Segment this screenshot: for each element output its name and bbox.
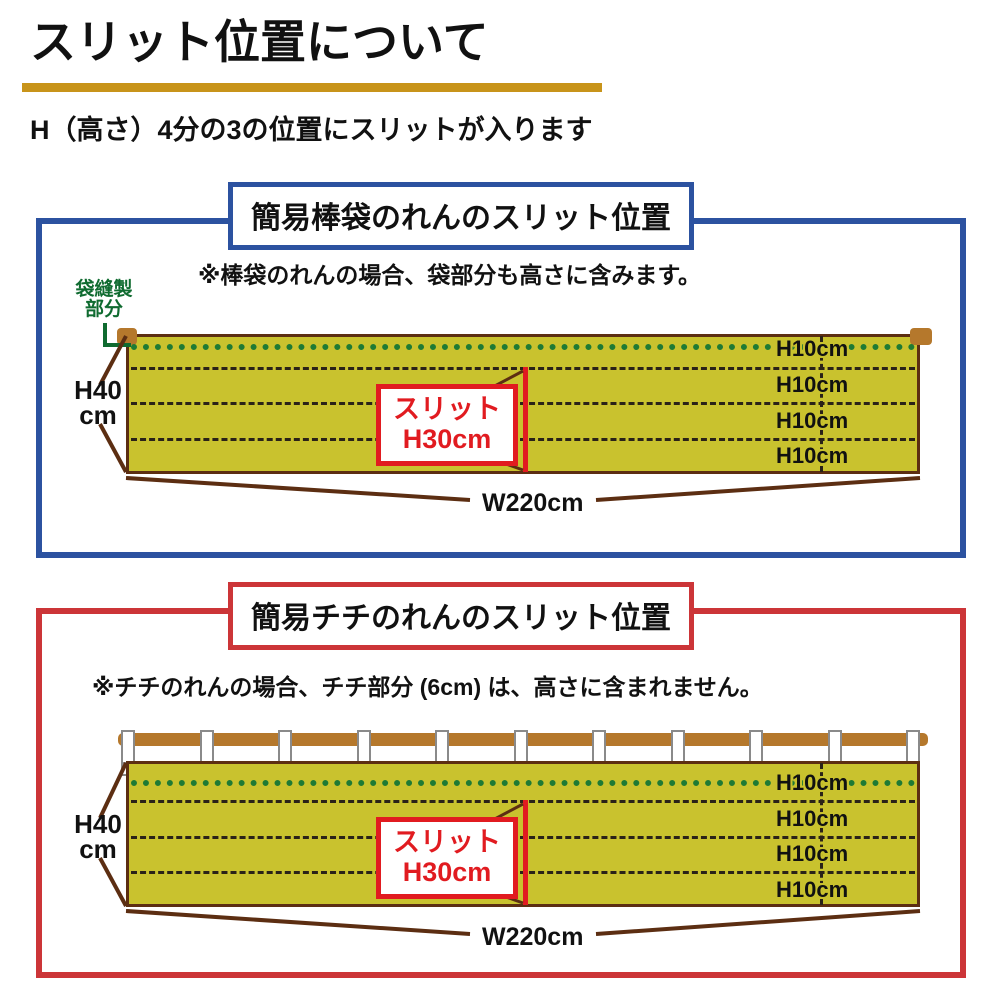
chichi-tab — [513, 730, 528, 764]
bag-seam-label: 袋縫製 部分 — [62, 280, 146, 320]
segment-label: H10cm — [776, 372, 849, 397]
measure-line-vertical — [820, 763, 823, 905]
slit-callout-line2: H30cm — [402, 424, 492, 455]
title-underline — [22, 83, 602, 92]
segment-label: H10cm — [776, 336, 849, 361]
chichi-tab — [749, 730, 763, 764]
slit-callout: スリット H30cm — [376, 817, 518, 900]
segment-label: H10cm — [776, 443, 849, 468]
segment-label: H10cm — [776, 408, 849, 433]
chichi-tab — [592, 730, 606, 764]
rod-end-left-icon — [117, 328, 137, 345]
bag-seam-line — [131, 780, 915, 786]
height-label-line2: cm — [79, 834, 117, 865]
bag-seam-label-line2: 部分 — [84, 298, 123, 320]
panel-bou-bukuro-title: 簡易棒袋のれんのスリット位置 — [228, 182, 694, 250]
segment-label: H10cm — [776, 877, 849, 902]
panel-chichi-note: ※チチのれんの場合、チチ部分 (6cm) は、高さに含まれません。 — [92, 674, 763, 700]
height-label: H40 cm — [68, 811, 128, 865]
panel-chichi-title: 簡易チチのれんのスリット位置 — [228, 582, 694, 650]
bag-seam-label-line1: 袋縫製 — [75, 279, 133, 300]
chichi-tab — [670, 730, 685, 764]
chichi-tab — [199, 730, 214, 764]
chichi-tab — [827, 730, 842, 764]
slit-line — [523, 367, 528, 472]
chichi-tab — [356, 730, 371, 764]
slit-callout: スリット H30cm — [376, 384, 518, 467]
bag-seam-line — [131, 344, 915, 350]
segment-label: H10cm — [776, 806, 849, 831]
slit-callout-line1: スリット — [393, 394, 501, 424]
segment-label: H10cm — [776, 770, 849, 795]
width-label: W220cm — [474, 923, 592, 952]
width-label: W220cm — [474, 489, 592, 518]
page-subtitle: H（高さ）4分の3の位置にスリットが入ります — [30, 115, 593, 145]
height-label-line2: cm — [79, 400, 117, 431]
slit-callout-line1: スリット — [393, 827, 501, 857]
segment-label: H10cm — [776, 841, 849, 866]
chichi-tab — [435, 730, 449, 764]
panel-bou-bukuro-note: ※棒袋のれんの場合、袋部分も高さに含みます。 — [198, 262, 702, 288]
slit-callout-line2: H30cm — [402, 857, 492, 888]
chichi-tab — [906, 730, 920, 764]
chichi-tab — [278, 730, 292, 764]
height-label: H40 cm — [68, 377, 128, 431]
measure-line-vertical — [820, 336, 823, 472]
rod-end-right-icon — [910, 328, 932, 345]
chichi-tab — [121, 730, 135, 764]
slit-line — [523, 800, 528, 905]
page-title: スリット位置について — [30, 16, 489, 68]
